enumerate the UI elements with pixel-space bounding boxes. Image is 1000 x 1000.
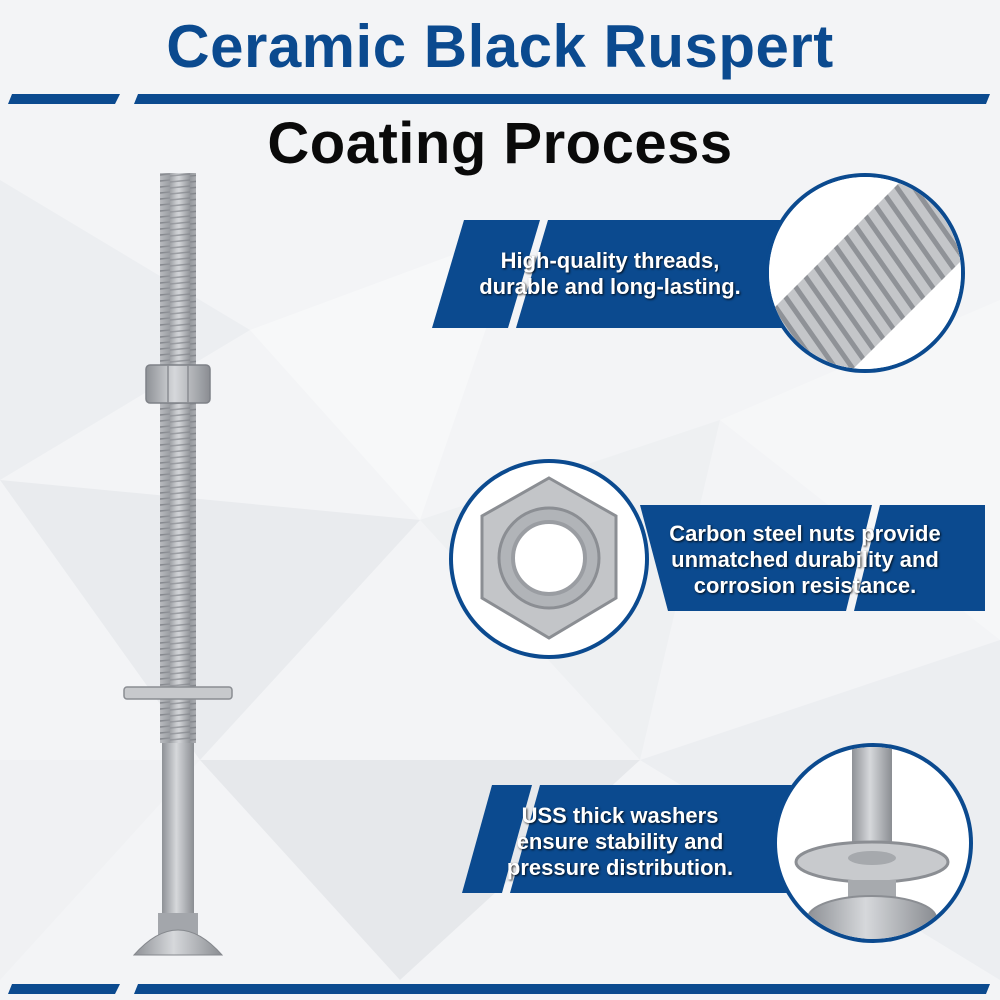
page-title-line1: Ceramic Black Ruspert bbox=[166, 13, 834, 80]
feature-text-line: corrosion resistance. bbox=[693, 573, 917, 598]
feature-text-washers: USS thick washers ensure stability and p… bbox=[470, 803, 770, 881]
feature-text-line: USS thick washers bbox=[521, 803, 719, 828]
footer-divider bbox=[8, 984, 990, 994]
feature-text-line: unmatched durability and bbox=[671, 547, 939, 572]
feature-banner-nuts bbox=[640, 505, 985, 611]
page-title-line2: Coating Process bbox=[267, 111, 733, 176]
feature-text-line: ensure stability and bbox=[516, 829, 724, 854]
feature-text-nuts: Carbon steel nuts provide unmatched dura… bbox=[650, 521, 960, 599]
thread-closeup-image bbox=[765, 173, 965, 373]
feature-text-line: High-quality threads, bbox=[500, 248, 720, 273]
carriage-bolt-image bbox=[123, 173, 233, 956]
feature-banner-threads bbox=[432, 220, 790, 328]
hex-nut-closeup-image bbox=[449, 459, 649, 659]
feature-text-threads: High-quality threads, durable and long-l… bbox=[450, 248, 770, 300]
feature-text-line: durable and long-lasting. bbox=[479, 274, 741, 299]
feature-text-line: Carbon steel nuts provide bbox=[669, 521, 941, 546]
header-divider bbox=[8, 94, 990, 104]
washer-closeup-image bbox=[773, 743, 973, 943]
feature-text-line: pressure distribution. bbox=[506, 855, 734, 880]
feature-banner-washers bbox=[462, 785, 792, 893]
